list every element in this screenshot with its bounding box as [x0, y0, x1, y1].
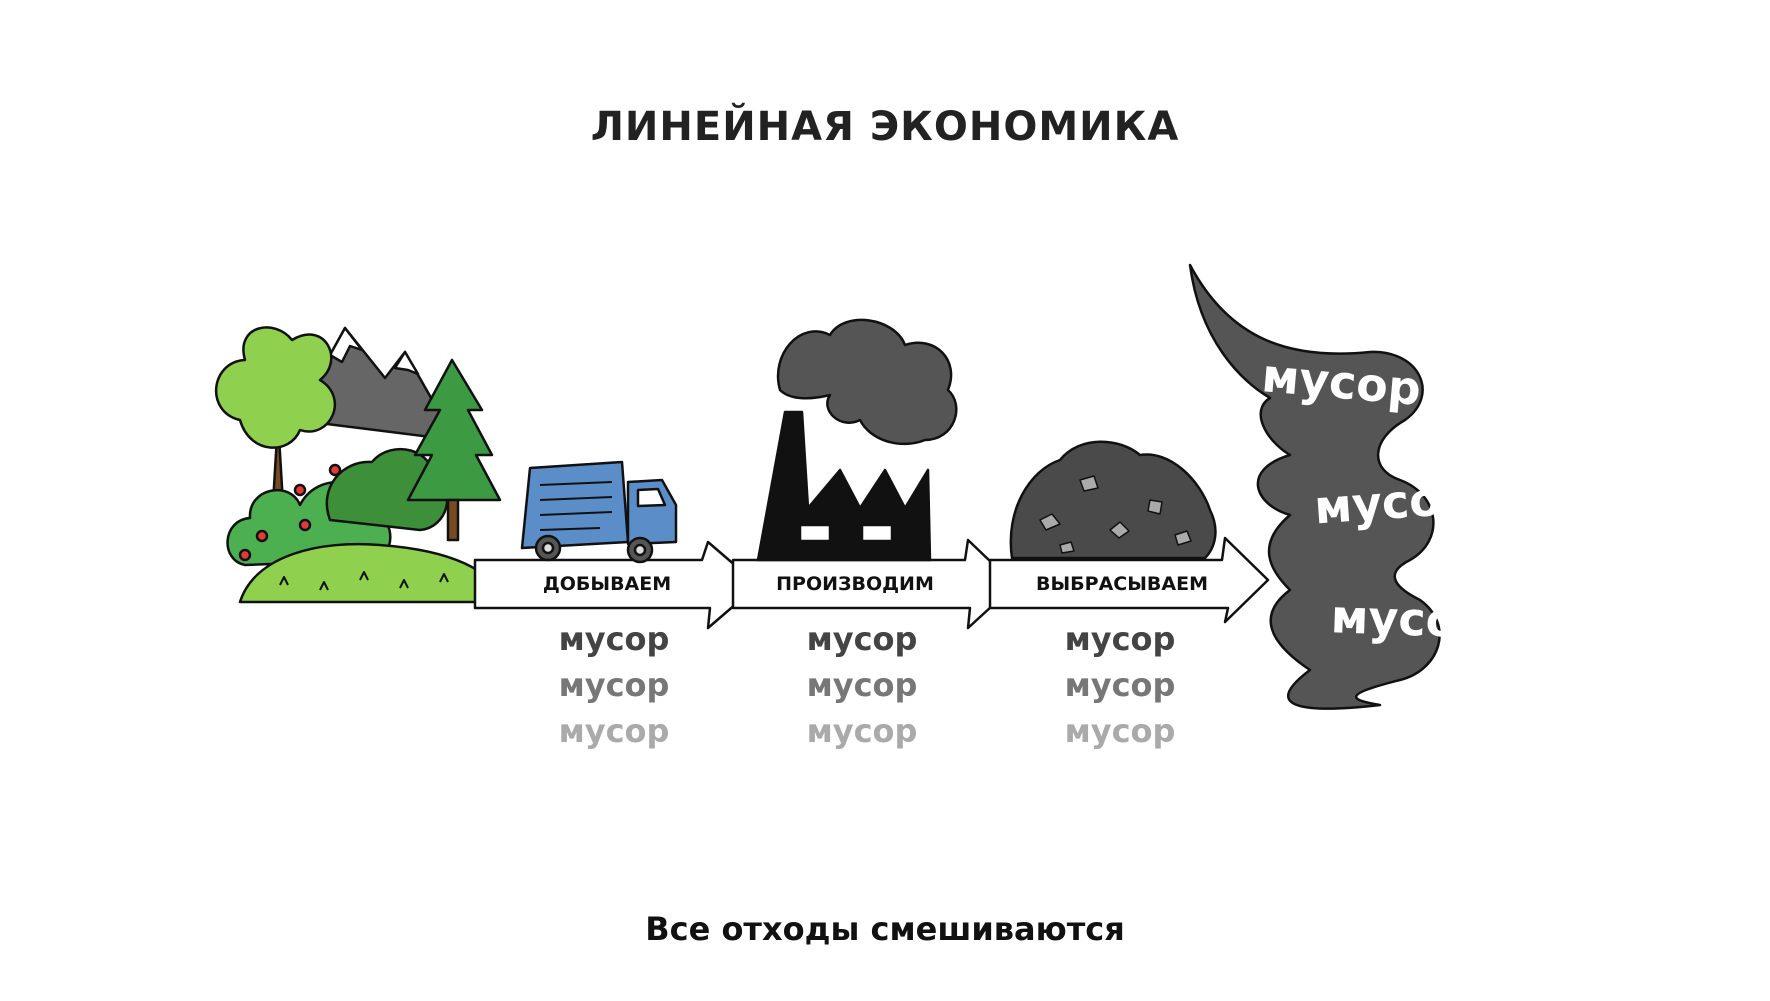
waste-discard-3: мусор: [1065, 712, 1176, 750]
step-label-produce: ПРОИЗВОДИМ: [776, 573, 934, 595]
step-label-extract: ДОБЫВАЕМ: [543, 573, 671, 595]
page-title: ЛИНЕЙНАЯ ЭКОНОМИКА: [590, 104, 1180, 150]
factory-icon: [756, 318, 958, 562]
truck-icon: [520, 460, 678, 564]
waste-discard-1: мусор: [1065, 620, 1176, 658]
caption: Все отходы смешиваются: [645, 910, 1125, 948]
waste-extract-2: мусор: [559, 666, 670, 704]
smoke-cloud-icon: [1188, 263, 1441, 710]
cloud-waste-3: мусор: [1330, 589, 1491, 649]
flow-arrows: [473, 536, 1270, 630]
waste-produce-2: мусор: [807, 666, 918, 704]
arrow-discard: [988, 536, 1270, 624]
waste-discard-2: мусор: [1065, 666, 1176, 704]
cloud-waste-2: мусор: [1312, 470, 1475, 535]
waste-produce-1: мусор: [807, 620, 918, 658]
step-label-discard: ВЫБРАСЫВАЕМ: [1036, 573, 1208, 595]
waste-produce-3: мусор: [807, 712, 918, 750]
garbage-pile-icon: [1009, 440, 1217, 560]
waste-extract-1: мусор: [559, 620, 670, 658]
nature-icon: [215, 326, 504, 604]
waste-extract-3: мусор: [559, 712, 670, 750]
